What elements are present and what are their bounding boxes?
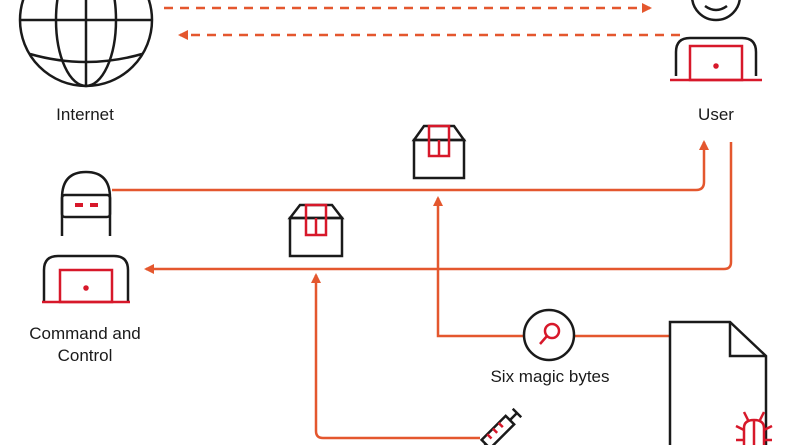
- internet-user-arrows: [164, 3, 680, 40]
- user-icon: [674, 0, 758, 76]
- hacker-eyes: [75, 203, 98, 207]
- syringe-icon: [476, 407, 523, 445]
- user-laptop-icon: [670, 44, 762, 82]
- command-and-control-label: Command and Control: [10, 323, 160, 367]
- hacker-icon: [42, 170, 130, 302]
- magic-bytes-label: Six magic bytes: [490, 367, 610, 386]
- bug-icon: [735, 411, 773, 445]
- globe-icon: [18, 0, 154, 88]
- package-icon-lower: [287, 203, 345, 258]
- user-label: User: [698, 105, 734, 124]
- package-icon-upper: [411, 124, 467, 180]
- magnifier-icon: [522, 308, 576, 362]
- flow-lines: [112, 140, 733, 440]
- cc-laptop-icon: [42, 268, 130, 304]
- internet-label: Internet: [56, 105, 114, 124]
- document-icon: [668, 320, 768, 445]
- command-label-line2: Control: [57, 346, 113, 365]
- command-label-line1: Command and: [29, 324, 141, 343]
